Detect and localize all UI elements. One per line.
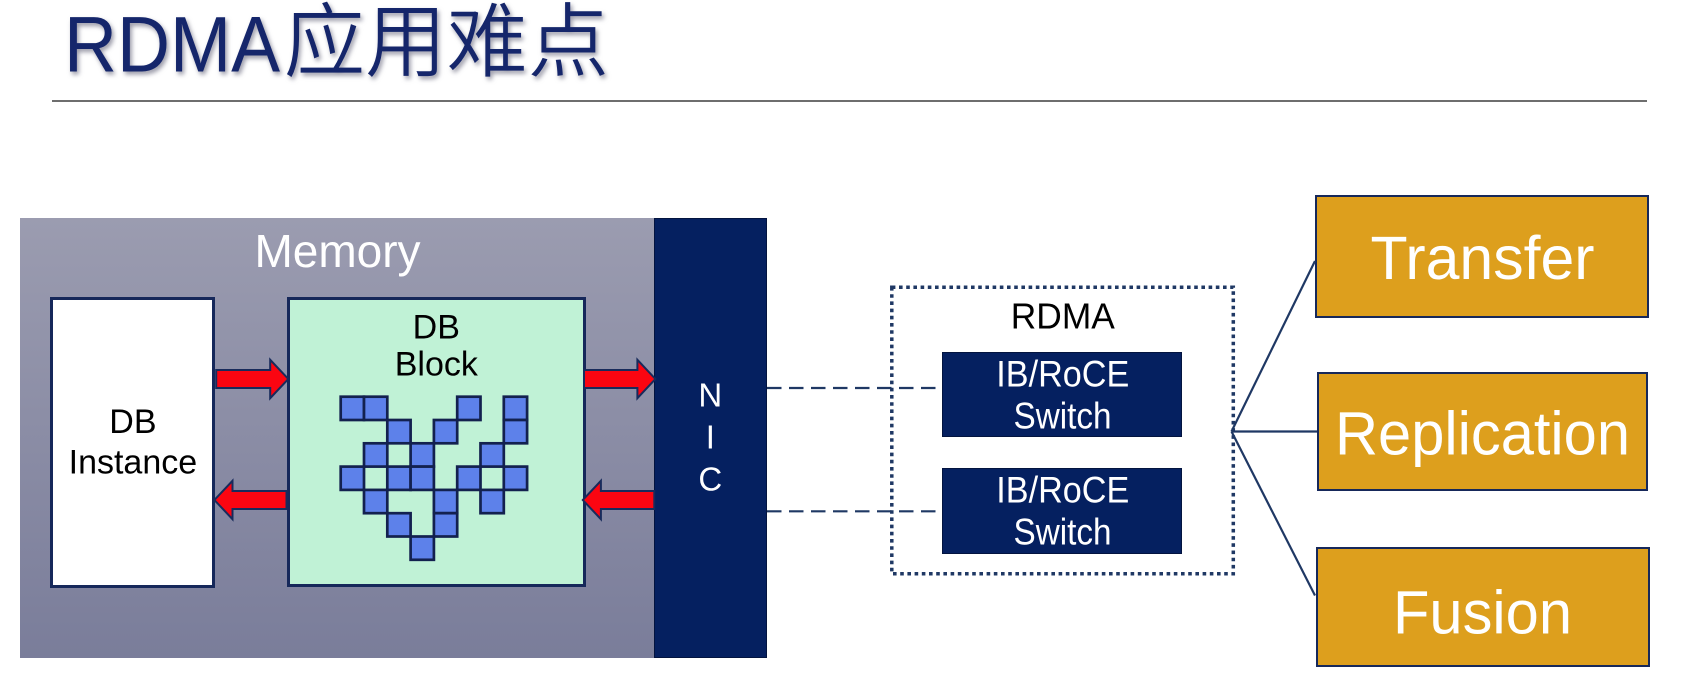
svg-text:N: N [698, 377, 722, 414]
svg-text:RDMA: RDMA [64, 0, 280, 88]
svg-text:Memory: Memory [254, 225, 420, 277]
svg-text:IB/RoCE: IB/RoCE [996, 353, 1129, 394]
svg-text:Transfer: Transfer [1371, 224, 1595, 292]
svg-text:Switch: Switch [1014, 396, 1112, 437]
svg-text:C: C [698, 461, 722, 498]
svg-text:Fusion: Fusion [1393, 579, 1572, 647]
svg-text:DB: DB [109, 403, 156, 441]
svg-text:RDMA: RDMA [1011, 295, 1116, 336]
svg-text:Block: Block [395, 346, 479, 384]
svg-text:Instance: Instance [69, 444, 198, 482]
svg-text:I: I [706, 419, 715, 456]
svg-text:Replication: Replication [1335, 399, 1630, 467]
svg-text:Switch: Switch [1014, 512, 1112, 553]
svg-text:IB/RoCE: IB/RoCE [996, 469, 1129, 510]
svg-text:DB: DB [413, 309, 460, 347]
